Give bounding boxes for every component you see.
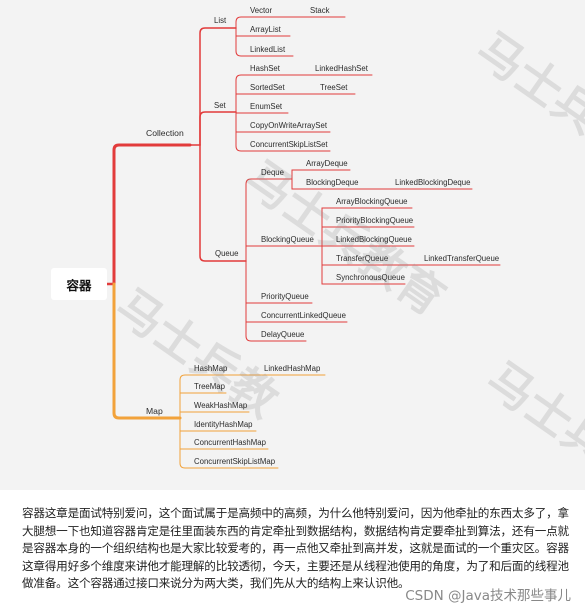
edge-set — [199, 111, 237, 146]
node-collection: Collection — [146, 128, 184, 138]
edge-arraydeque — [291, 169, 351, 180]
edge-list — [199, 27, 237, 146]
node-queue: Queue — [215, 249, 239, 258]
root-node: 容器 — [51, 268, 107, 300]
node-treeset: TreeSet — [320, 83, 348, 92]
node-enumset: EnumSet — [250, 102, 283, 111]
edge-weakhashmap — [179, 411, 250, 419]
node-hashset: HashSet — [250, 64, 280, 73]
node-priorityqueue: PriorityQueue — [261, 292, 309, 301]
edge-hashset — [235, 74, 373, 113]
node-linkedhashmap: LinkedHashMap — [264, 364, 321, 373]
node-linkedhashset: LinkedHashSet — [315, 64, 368, 73]
edge-treemap — [179, 392, 227, 419]
edge-delayqueue — [245, 260, 307, 342]
edge-collection — [112, 143, 192, 286]
edge-queue — [199, 144, 247, 262]
node-sortedset: SortedSet — [250, 83, 285, 92]
edge-hashmap — [179, 374, 326, 419]
description-paragraph: 容器这章是面试特别爱问，这个面试属于是高频中的高频，为什么他特别爱问，因为他牵扯… — [22, 506, 569, 591]
node-concurrentskiplistset: ConcurrentSkipListSet — [250, 140, 328, 149]
node-vector: Vector — [250, 6, 273, 15]
node-arrayblockingqueue: ArrayBlockingQueue — [336, 197, 408, 206]
node-priorityblockingqueue: PriorityBlockingQueue — [336, 216, 414, 225]
mind-map-connectors — [105, 16, 501, 469]
edge-blockingqueue — [245, 245, 323, 262]
node-arraylist: ArrayList — [250, 25, 281, 34]
node-treemap: TreeMap — [194, 382, 225, 391]
edge-enumset — [235, 111, 289, 114]
node-copyonwritearrayset: CopyOnWriteArraySet — [250, 121, 327, 130]
node-set: Set — [214, 101, 226, 110]
node-deque: Deque — [261, 168, 284, 177]
node-concurrentlinkedqueue: ConcurrentLinkedQueue — [261, 311, 346, 320]
node-blockingdeque: BlockingDeque — [306, 178, 359, 187]
edge-vector — [235, 16, 346, 29]
node-linkedlist: LinkedList — [250, 45, 286, 54]
edge-priorityblockingqueue — [321, 226, 415, 247]
node-synchronousqueue: SynchronousQueue — [336, 273, 405, 282]
node-transferqueue: TransferQueue — [336, 254, 389, 263]
node-hashmap: HashMap — [194, 364, 228, 373]
node-linkedtransferqueue: LinkedTransferQueue — [424, 254, 500, 263]
edge-concurrentskiplistmap — [179, 417, 279, 469]
edge-map — [112, 282, 182, 420]
node-concurrenthashmap: ConcurrentHashMap — [194, 438, 266, 447]
edge-sortedset — [235, 93, 356, 113]
node-identityhashmap: IdentityHashMap — [194, 420, 253, 429]
node-weakhashmap: WeakHashMap — [194, 401, 248, 410]
node-stack: Stack — [310, 6, 330, 15]
edge-blockingdeque — [291, 178, 473, 190]
node-map: Map — [146, 406, 163, 416]
node-delayqueue: DelayQueue — [261, 330, 305, 339]
node-blockingqueue: BlockingQueue — [261, 235, 314, 244]
edge-linkedlist — [235, 27, 294, 57]
edge-concurrentskiplistset — [235, 111, 331, 152]
node-arraydeque: ArrayDeque — [306, 159, 348, 168]
node-linkedblockingqueue: LinkedBlockingQueue — [336, 235, 412, 244]
node-linkedblockingdeque: LinkedBlockingDeque — [395, 178, 471, 187]
edge-synchronousqueue — [321, 245, 406, 285]
csdn-credit-watermark: CSDN @Java技术那些事儿 — [405, 584, 571, 604]
edge-deque — [245, 178, 293, 262]
node-concurrentskiplistmap: ConcurrentSkipListMap — [194, 457, 276, 466]
mind-map: 马士兵教育 马士兵教 马士兵 马士兵 容器 Collection Map Lis… — [0, 0, 585, 490]
node-list: List — [214, 16, 227, 25]
